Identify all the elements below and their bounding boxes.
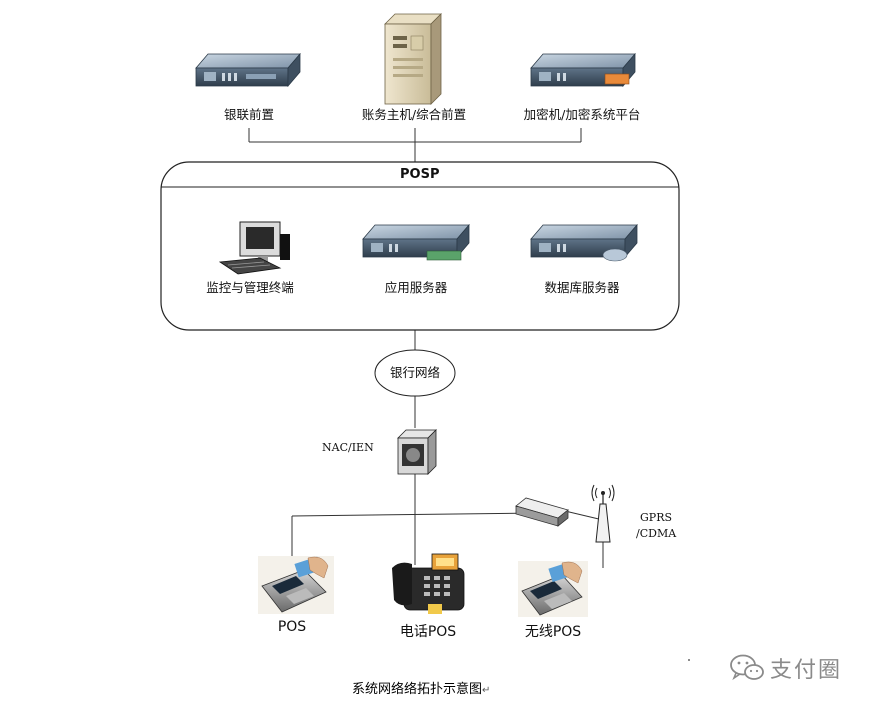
bank-network-ellipse [374, 349, 456, 397]
database-server-icon [530, 223, 638, 262]
unionpay-server-icon [195, 52, 301, 88]
label-encryption-platform: 加密机/加密系统平台 [523, 107, 641, 122]
accounting-host-tower-icon [384, 13, 442, 105]
posp-title: POSP [400, 167, 440, 182]
label-db-server: 数据库服务器 [544, 280, 620, 295]
label-unionpay-front: 银联前置 [223, 107, 275, 122]
watermark-text: 支付圈 [770, 658, 843, 683]
pos-terminal-icon [258, 556, 334, 614]
nac-device-icon [397, 429, 437, 475]
phone-pos-icon [392, 553, 465, 614]
return-mark-icon: ↵ [482, 685, 491, 696]
label-nac: NAC/IEN [322, 441, 374, 454]
application-server-icon [362, 223, 470, 261]
wireless-modem-icon [515, 497, 569, 527]
antenna-icon [591, 484, 615, 543]
label-gprs: GPRS [640, 511, 673, 524]
watermark: 支付圈 [730, 652, 842, 684]
label-phone-pos: 电话POS [399, 624, 457, 640]
label-accounting-host: 账务主机/综合前置 [361, 107, 467, 122]
wireless-pos-icon [518, 561, 588, 617]
label-app-server: 应用服务器 [384, 280, 448, 295]
label-monitor-terminal: 监控与管理终端 [206, 280, 294, 295]
monitor-terminal-icon [218, 221, 290, 275]
diagram-caption: 系统网络络拓扑示意图↵ [352, 682, 491, 697]
wechat-icon [730, 654, 764, 681]
encryption-server-icon [530, 52, 636, 88]
label-pos: POS [277, 619, 307, 635]
label-bank-network: 银行网络 [389, 365, 441, 380]
label-cdma: /CDMA [636, 527, 677, 540]
label-wireless-pos: 无线POS [524, 624, 582, 640]
